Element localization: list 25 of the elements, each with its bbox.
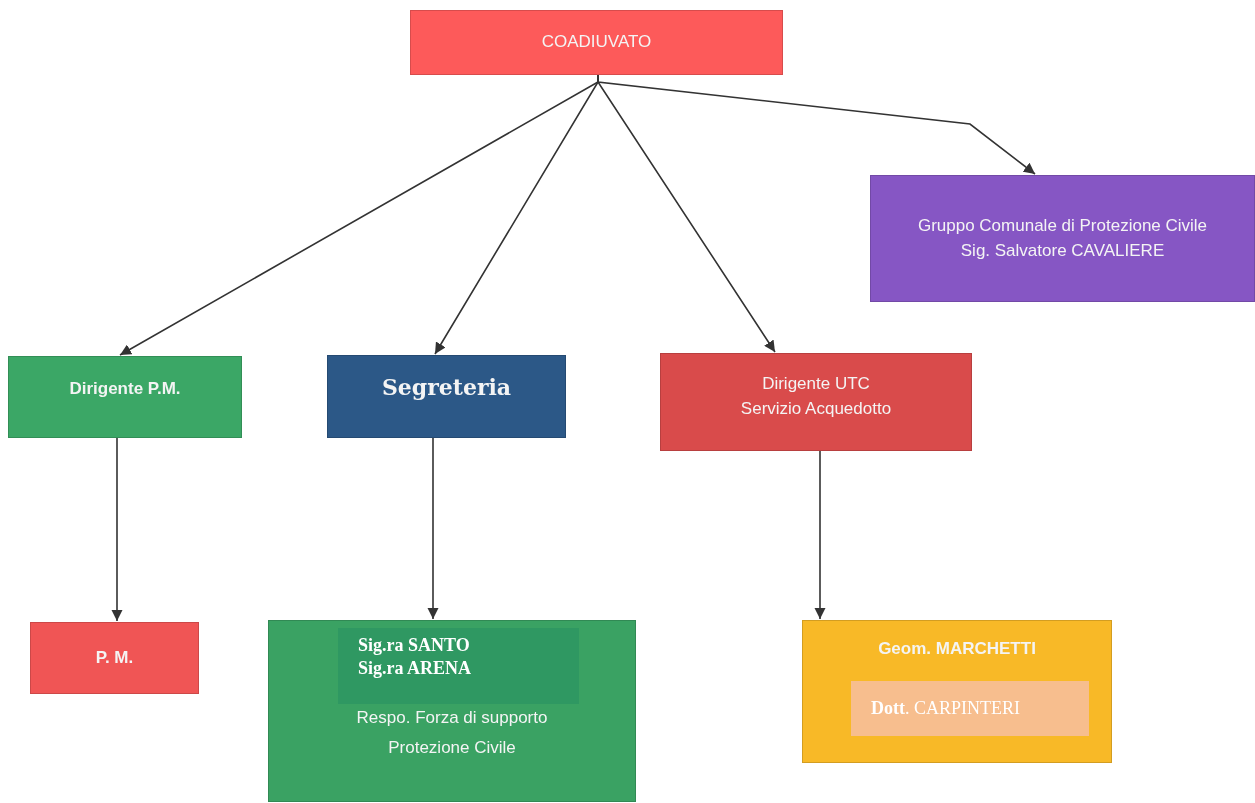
box-text: Sig.ra ARENA	[358, 656, 471, 679]
box-text: Sig. Salvatore CAVALIERE	[960, 239, 1165, 262]
box-text: Sig.ra SANTO	[358, 634, 470, 657]
box-text: Dirigente P.M.	[69, 378, 181, 400]
arrow	[814, 450, 826, 620]
org-box	[8, 356, 242, 438]
org-box	[870, 175, 1255, 302]
org-box	[660, 353, 972, 451]
box-text: P. M.	[95, 646, 134, 669]
box-text: Geom. MARCHETTI	[878, 638, 1036, 660]
arrow	[111, 437, 123, 622]
org-box	[327, 355, 566, 438]
org-box	[30, 622, 199, 694]
box-text: Dott. CARPINTERI	[871, 697, 1020, 721]
box-text: Respo. Forza di supporto Protezione Civile	[355, 707, 549, 759]
arrow	[427, 437, 439, 620]
box-text: Servizio Acquedotto	[740, 397, 892, 420]
inner-box	[851, 681, 1089, 736]
box-text: Dirigente UTC	[762, 373, 870, 395]
org-box	[410, 10, 783, 75]
org-box	[802, 620, 1112, 763]
box-text: Segreteria	[381, 373, 512, 402]
box-text: Gruppo Comunale di Protezione Civile	[917, 214, 1208, 237]
org-box	[268, 620, 636, 802]
box-text: COADIUVATO	[541, 31, 652, 54]
